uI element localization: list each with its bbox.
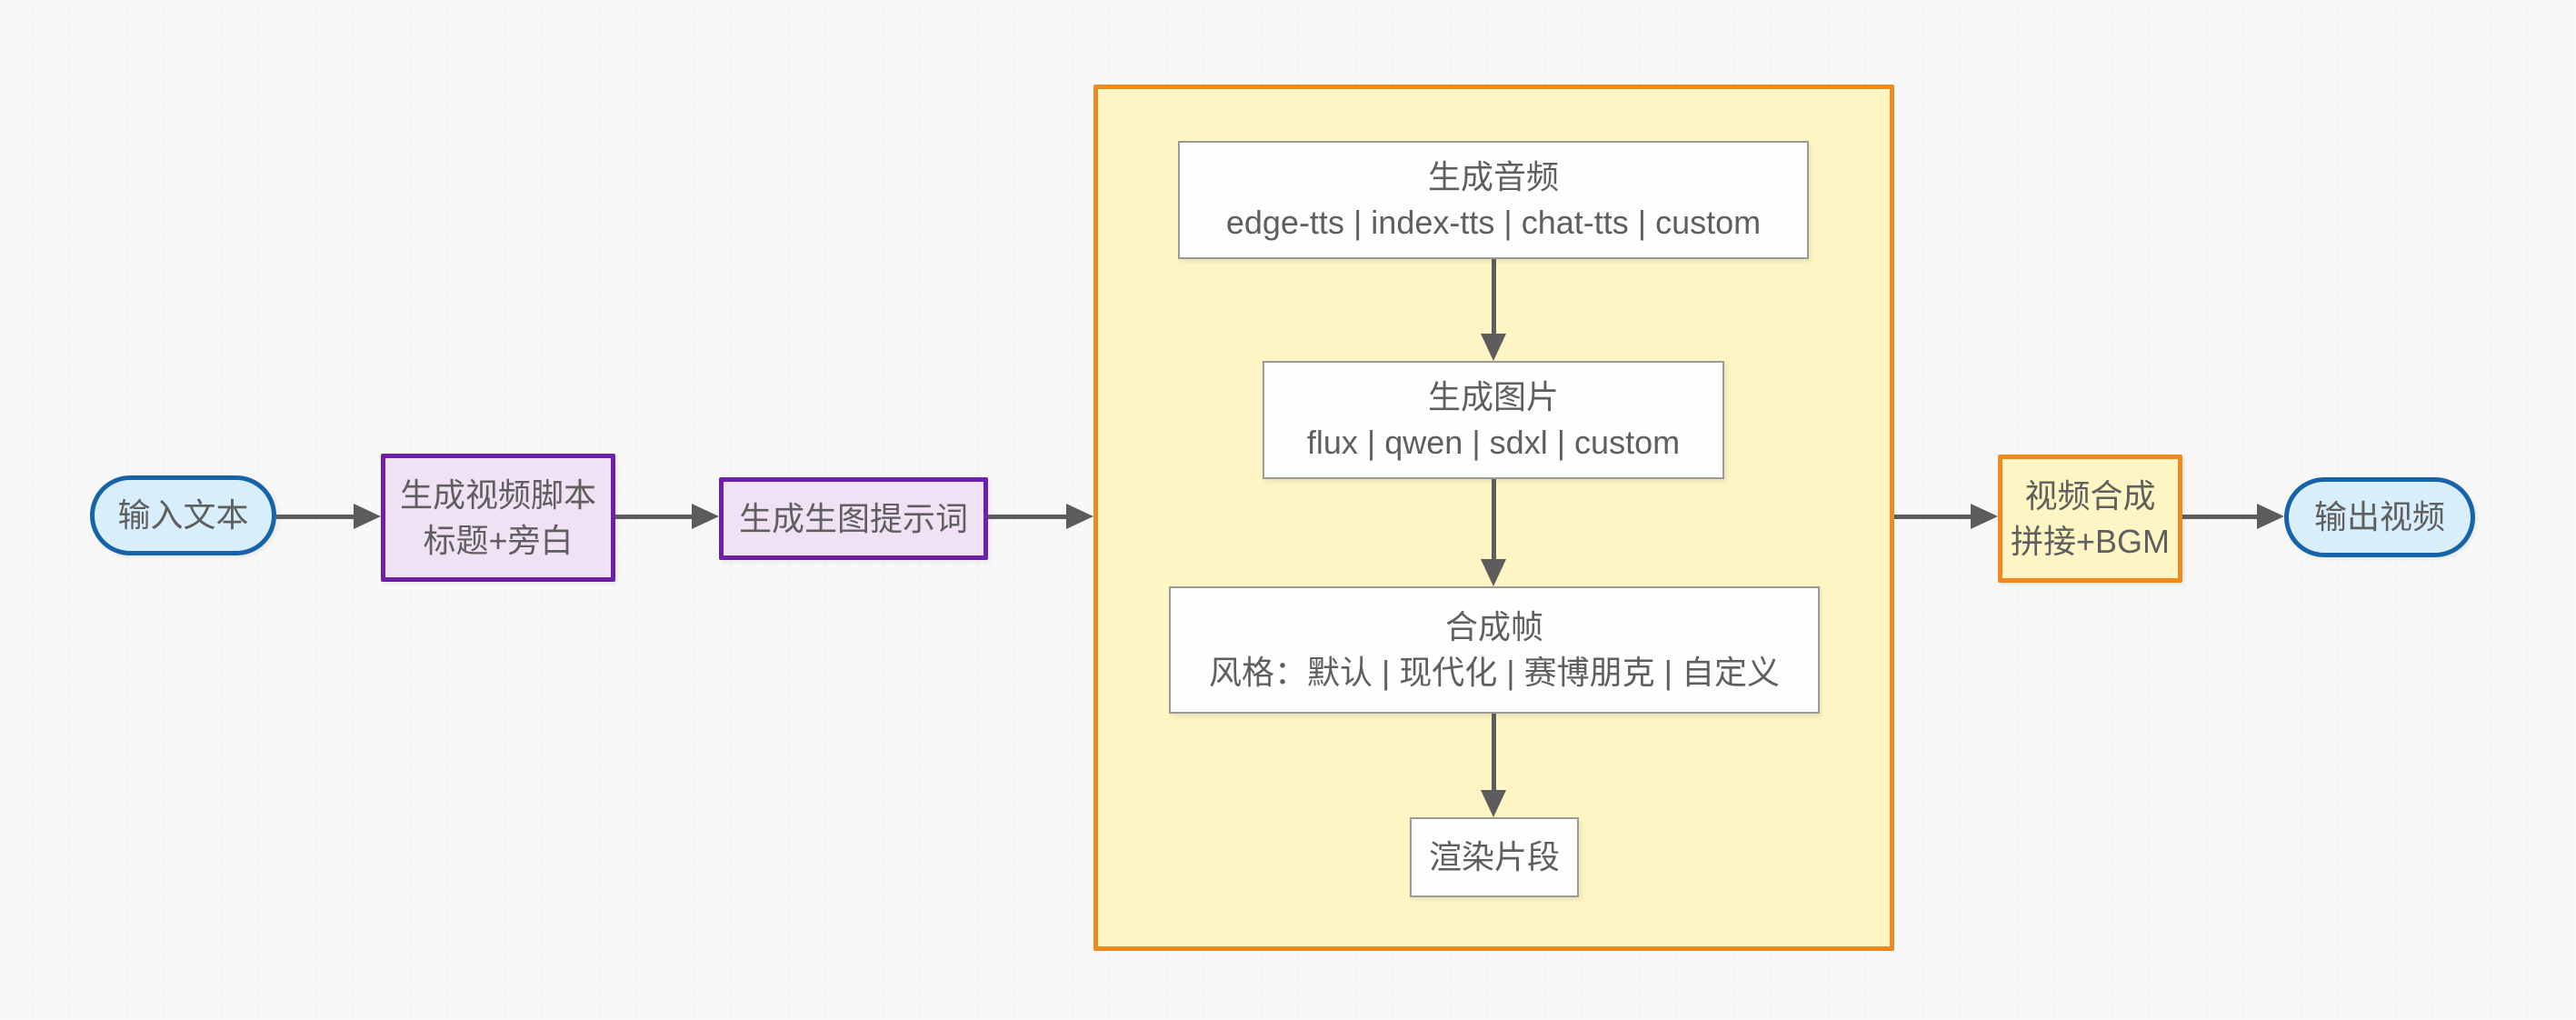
arrow-head-icon [692,504,719,529]
node-video-composition-line1: 视频合成 [2024,476,2156,515]
arrow-stem [1491,479,1496,565]
node-input-text-label: 输入文本 [117,496,249,534]
arrow-head-icon [1481,559,1506,586]
node-generate-audio-line2: edge-tts | index-tts | chat-tts | custom [1225,204,1762,241]
node-compose-frames-line1: 合成帧 [1444,608,1543,645]
node-generate-script: 生成视频脚本 标题+旁白 [381,454,615,582]
node-generate-image-prompt-label: 生成生图提示词 [738,499,968,537]
node-output-video: 输出视频 [2284,477,2475,557]
arrow-head-icon [1971,504,1998,529]
arrow-stem [276,514,359,519]
arrow-head-icon [1066,504,1093,529]
arrow-stem [615,514,697,519]
node-render-clips-label: 渲染片段 [1428,838,1560,875]
node-video-composition: 视频合成 拼接+BGM [1998,455,2182,583]
arrow-stem [988,514,1072,519]
node-generate-script-line1: 生成视频脚本 [399,475,596,514]
arrow-head-icon [2257,504,2284,529]
arrow-head-icon [354,504,381,529]
node-generate-script-line2: 标题+旁白 [423,521,574,559]
node-compose-frames-line2: 风格：默认 | 现代化 | 赛博朋克 | 自定义 [1208,654,1781,691]
node-render-clips: 渲染片段 [1410,817,1579,897]
node-generate-image-prompt: 生成生图提示词 [719,477,988,560]
node-generate-audio: 生成音频 edge-tts | index-tts | chat-tts | c… [1178,141,1809,259]
arrow-stem [1894,514,1976,519]
node-generate-images: 生成图片 flux | qwen | sdxl | custom [1263,361,1724,479]
arrow-stem [2182,514,2262,519]
arrow-stem [1491,259,1496,339]
node-generate-images-line1: 生成图片 [1427,378,1559,415]
node-compose-frames: 合成帧 风格：默认 | 现代化 | 赛博朋克 | 自定义 [1169,586,1820,714]
node-video-composition-line2: 拼接+BGM [2010,522,2171,560]
arrow-stem [1491,714,1496,795]
arrow-head-icon [1481,790,1506,817]
node-generate-audio-line1: 生成音频 [1427,158,1559,195]
node-generate-images-line2: flux | qwen | sdxl | custom [1306,424,1681,461]
arrow-head-icon [1481,334,1506,361]
node-output-video-label: 输出视频 [2313,498,2445,535]
node-input-text: 输入文本 [90,475,276,555]
